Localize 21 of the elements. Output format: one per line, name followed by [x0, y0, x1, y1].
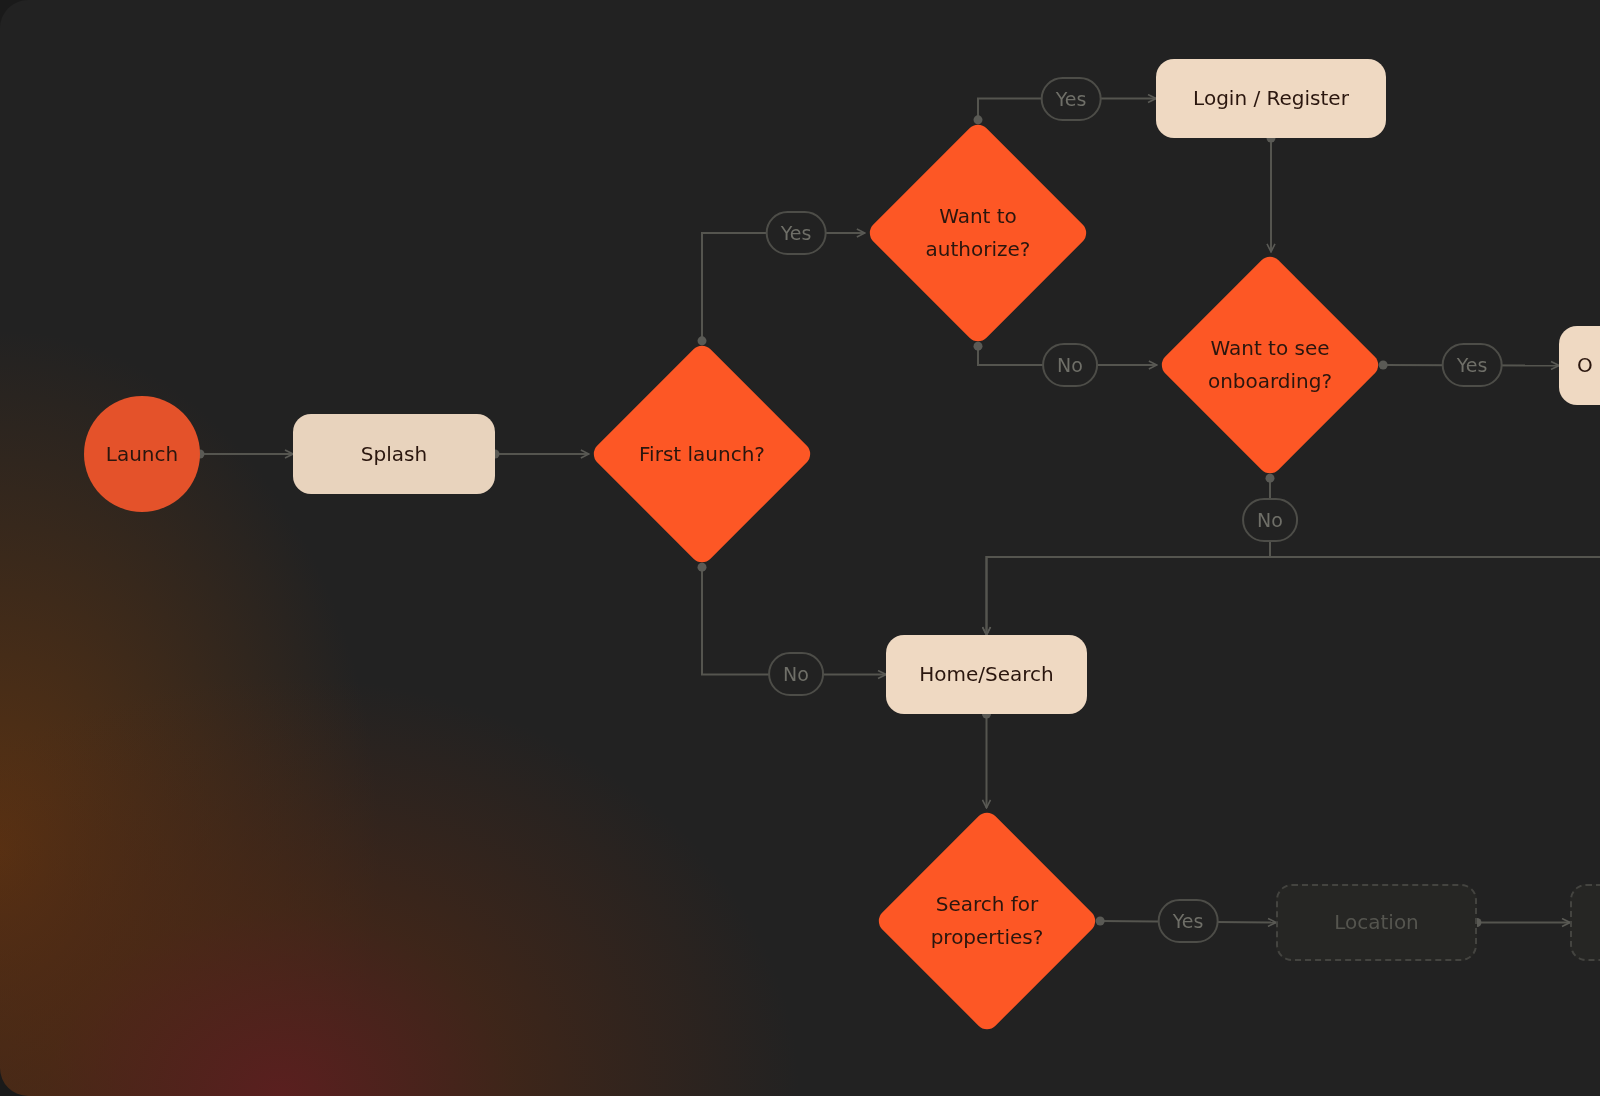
edge-label: No — [768, 652, 824, 696]
process-box — [886, 635, 1087, 714]
edge-label: No — [1242, 498, 1298, 542]
dashed-process-box — [1276, 884, 1477, 961]
edge-label: Yes — [1157, 899, 1219, 943]
node-label: Home/Search — [919, 661, 1054, 688]
process-box — [1156, 59, 1386, 138]
connector-arrow — [981, 556, 1600, 636]
node-label: Splash — [360, 440, 428, 468]
edge-label: Yes — [1441, 343, 1503, 387]
edge-label: No — [1042, 343, 1098, 387]
node-label: Launch — [105, 440, 179, 468]
node-label: Login / Register — [1193, 85, 1349, 112]
node-label: First launch? — [639, 440, 765, 468]
node-label: Want to see onboarding? — [1206, 335, 1334, 395]
node-label: Want to authorize? — [924, 203, 1032, 263]
edge-label: Yes — [1040, 77, 1102, 121]
node-label: O — [1577, 352, 1593, 379]
process-box — [293, 414, 495, 494]
edge-label: Yes — [765, 211, 827, 255]
node-label: Search for properties? — [929, 891, 1045, 951]
